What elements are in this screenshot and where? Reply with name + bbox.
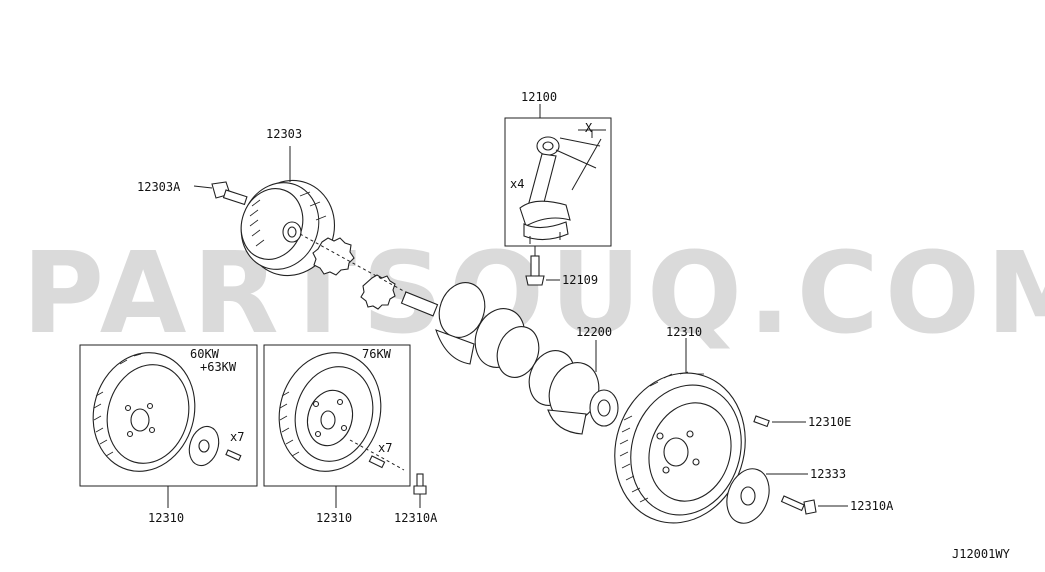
middle-variant-bolt[interactable]: 12310A [394,473,438,525]
flywheel-main[interactable]: 12310 [596,325,765,540]
flywheel-bolt-label: 12310A [850,499,894,513]
crankshaft[interactable]: 12200 [400,276,619,435]
timing-sprockets [299,233,421,310]
flywheel-variant-left[interactable]: 60KW +63KW x7 12310 [79,341,258,525]
conrod-drawing [519,129,606,244]
drive-plate-label: 12333 [810,467,846,481]
crank-pulley[interactable]: 12303 [229,127,348,288]
conrod-qty-label: x4 [510,177,524,191]
flywheel-ring-teeth [619,371,704,503]
conrod-part-label: 12100 [521,90,557,104]
diagram-code: J12001WY [952,547,1011,561]
crankshaft-label: 12200 [576,325,612,339]
middle-variant-qty: x7 [378,441,392,455]
flywheel-bolt[interactable]: 12310A [780,495,895,515]
conrod-assembly[interactable]: X x4 12100 [504,90,612,247]
left-variant-kw1: 60KW [190,347,220,361]
left-variant-part-label: 12310 [148,511,184,525]
middle-variant-kw: 76KW [362,347,392,361]
pulley-bolt-label: 12303A [137,180,181,194]
conrod-bolt-label: 12109 [562,273,598,287]
flywheel-pin[interactable]: 12310E [753,415,851,429]
middle-variant-box [263,344,411,487]
conrod-bolt[interactable]: 12109 [525,246,598,287]
flywheel-main-label: 12310 [666,325,702,339]
pulley-bolt[interactable]: 12303A [137,180,248,206]
pulley-label: 12303 [266,127,302,141]
drive-plate[interactable]: 12333 [720,463,846,529]
middle-variant-bolt-label: 12310A [394,511,438,525]
conrod-box [504,117,612,247]
left-variant-qty: x7 [230,430,244,444]
middle-variant-part-label: 12310 [316,511,352,525]
left-variant-kw2: +63KW [200,360,237,374]
flywheel-pin-label: 12310E [808,415,851,429]
flywheel-variant-middle[interactable]: 76KW x7 12310 [263,341,411,525]
conrod-x-label: X [585,121,593,135]
